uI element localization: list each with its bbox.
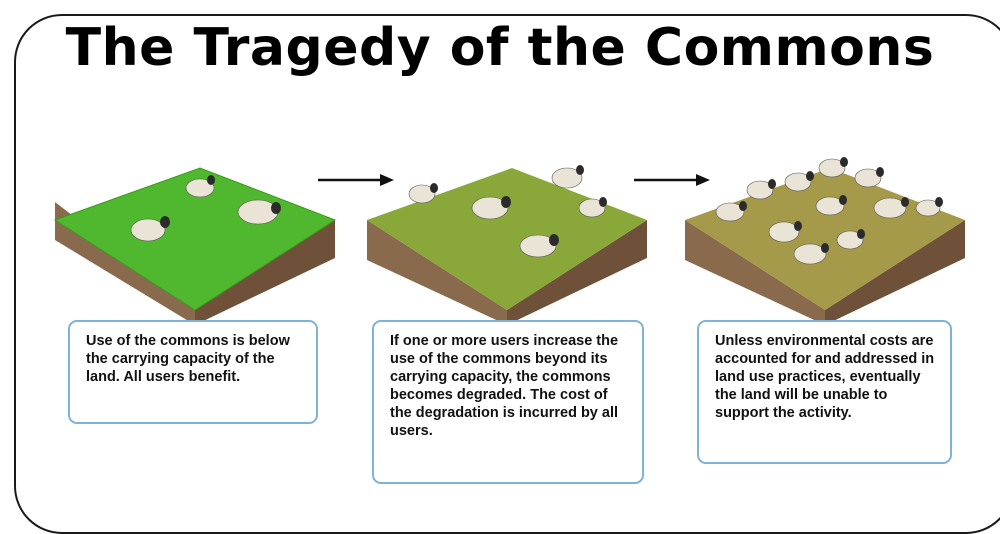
caption-box-stage-1: Use of the commons is below the carrying… <box>68 320 318 424</box>
overgrazed-pasture-illustration <box>367 165 647 325</box>
land-block-depleted <box>680 150 970 325</box>
depleted-pasture-illustration <box>685 157 965 325</box>
land-block-healthy <box>50 150 340 325</box>
land-block-degraded <box>362 150 652 325</box>
right-arrow-icon <box>318 174 394 186</box>
page-title: The Tragedy of the Commons <box>65 18 935 78</box>
healthy-pasture-illustration <box>53 167 337 325</box>
caption-box-stage-2: If one or more users increase the use of… <box>372 320 644 484</box>
right-arrow-icon <box>634 174 710 186</box>
caption-box-stage-3: Unless environmental costs are accounted… <box>697 320 952 464</box>
